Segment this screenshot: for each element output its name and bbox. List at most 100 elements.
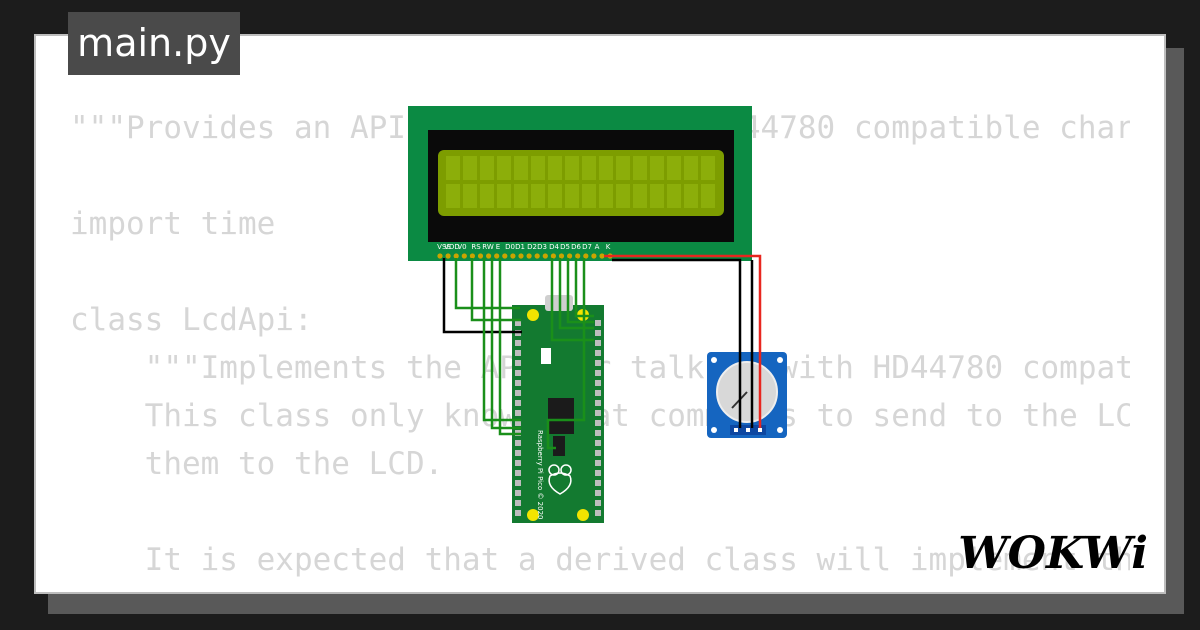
- raspberry-pi-logo-icon: [548, 464, 572, 495]
- lcd-cell: [514, 184, 528, 208]
- pico-pin: [515, 440, 521, 446]
- lcd-pin: [583, 253, 589, 259]
- pico-pin: [595, 330, 601, 336]
- lcd-pin: [453, 253, 459, 259]
- lcd-cell: [650, 156, 664, 180]
- lcd-pin-label: D3: [537, 243, 547, 251]
- lcd-cell: [548, 184, 562, 208]
- lcd-pin-label: D7: [582, 243, 592, 251]
- lcd-pin: [502, 253, 508, 259]
- file-tab[interactable]: main.py: [68, 12, 240, 75]
- lcd-cell: [531, 156, 545, 180]
- pico-pin: [595, 350, 601, 356]
- pico-pin: [595, 340, 601, 346]
- wire-green: [546, 258, 586, 450]
- pico-pin: [595, 450, 601, 456]
- wire-red: [604, 254, 762, 428]
- pico-pin: [595, 320, 601, 326]
- lcd-pin: [486, 253, 492, 259]
- potentiometer[interactable]: [707, 352, 787, 438]
- lcd-pin: [510, 253, 516, 259]
- lcd-pin-row: [437, 253, 613, 259]
- pico-pin: [595, 480, 601, 486]
- pico-pin: [515, 360, 521, 366]
- pico-pin: [515, 450, 521, 456]
- lcd-pin: [567, 253, 573, 259]
- lcd-cell: [548, 156, 562, 180]
- wire-black: [612, 258, 742, 428]
- lcd-pin: [469, 253, 475, 259]
- pico-pin: [515, 490, 521, 496]
- lcd-pin-label: RW: [482, 243, 494, 251]
- lcd-pin: [445, 253, 451, 259]
- lcd-cell: [446, 184, 460, 208]
- lcd-cell: [463, 184, 477, 208]
- pico-pin: [515, 480, 521, 486]
- pico-pin: [595, 410, 601, 416]
- pico-pin: [515, 510, 521, 516]
- wire-black: [442, 258, 522, 334]
- pico-pin: [595, 460, 601, 466]
- lcd-pin-label: D6: [571, 243, 581, 251]
- mount-hole: [527, 509, 539, 521]
- pico-pin: [515, 420, 521, 426]
- lcd-cell: [582, 156, 596, 180]
- lcd-pin-label: D0: [505, 243, 515, 251]
- lcd-pin-label: V0: [457, 243, 466, 251]
- mount-hole: [527, 309, 539, 321]
- lcd-cell: [497, 156, 511, 180]
- raspberry-pi-pico[interactable]: Raspberry Pi Pico © 2020: [512, 295, 604, 523]
- code-line: class LcdApi:: [70, 302, 313, 338]
- code-line: import time: [70, 206, 276, 242]
- pico-pin: [515, 340, 521, 346]
- lcd-pin-label: D2: [527, 243, 537, 251]
- lcd-pin: [526, 253, 532, 259]
- pico-pin: [515, 350, 521, 356]
- lcd-cell: [667, 184, 681, 208]
- code-line: """: [70, 584, 1130, 592]
- pico-pin: [595, 490, 601, 496]
- lcd-pin-label: A: [595, 243, 600, 251]
- lcd-pin: [534, 253, 540, 259]
- wire-green: [550, 258, 594, 342]
- lcd-pin-label: D5: [560, 243, 570, 251]
- rp2040-chip: [548, 398, 574, 434]
- lcd-pin: [591, 253, 597, 259]
- wire-green: [498, 258, 521, 436]
- pico-pin: [515, 470, 521, 476]
- lcd-pin: [494, 253, 500, 259]
- pico-pin: [595, 420, 601, 426]
- lcd-pin: [558, 253, 565, 259]
- pico-pin: [515, 410, 521, 416]
- lcd-pin: [461, 253, 467, 259]
- lcd-pin: [599, 253, 605, 259]
- lcd-cell: [701, 156, 715, 180]
- lcd-pin-label: RS: [471, 243, 481, 251]
- lcd-pin: [477, 253, 484, 259]
- wire-green: [566, 258, 594, 324]
- lcd-pin-label: VDD: [444, 243, 460, 251]
- pico-pin: [515, 500, 521, 506]
- lcd-cell: [463, 156, 477, 180]
- pico-pin-headers: [515, 320, 601, 516]
- lcd-pin-label: D1: [515, 243, 525, 251]
- wires: [442, 254, 762, 450]
- lcd-pin: [518, 253, 524, 259]
- pico-pin: [595, 380, 601, 386]
- wire-green: [482, 258, 521, 422]
- flash-chip: [553, 436, 565, 456]
- lcd-cell: [497, 184, 511, 208]
- lcd-pin-label: K: [606, 243, 611, 251]
- lcd-cell: [616, 156, 630, 180]
- pico-pin: [595, 430, 601, 436]
- lcd-cell: [480, 184, 494, 208]
- code-line: them to the LCD.: [70, 446, 444, 482]
- wire-green: [490, 258, 521, 430]
- code-line: It is expected that a derived class will…: [144, 542, 1130, 578]
- wire-green: [470, 258, 521, 322]
- pico-label: Raspberry Pi Pico © 2020: [536, 430, 544, 520]
